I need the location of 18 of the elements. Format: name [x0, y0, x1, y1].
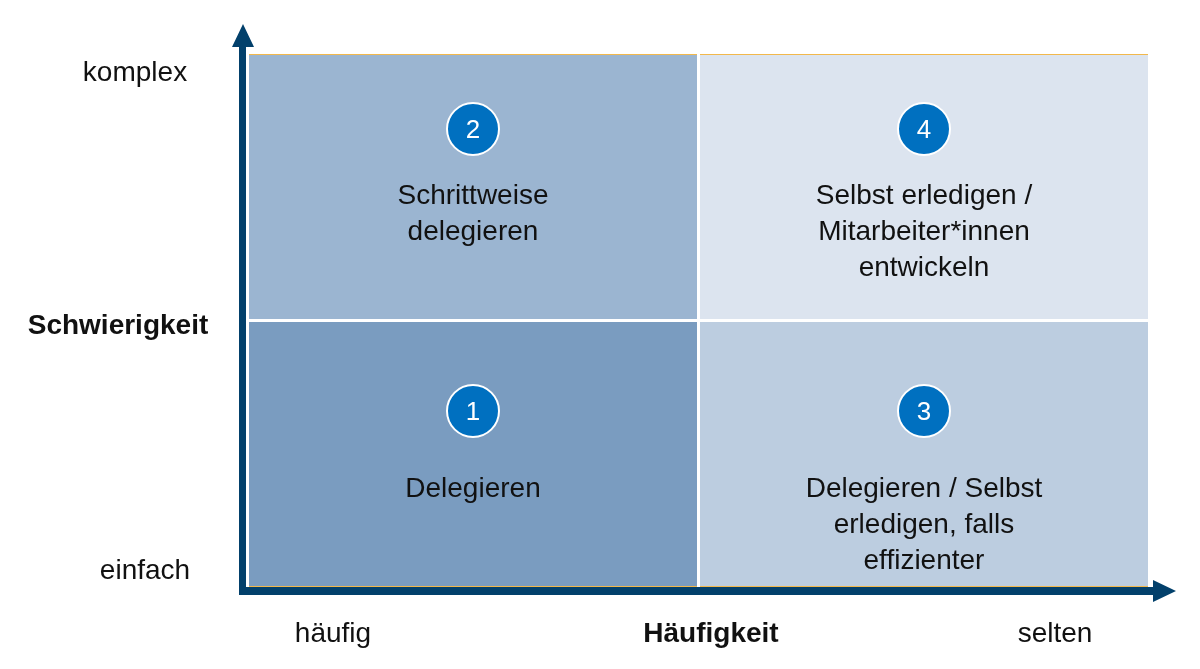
quadrant-label: Delegieren / Selbst erledigen, falls effizienter: [804, 471, 1044, 577]
axis-title: Häufigkeit: [643, 617, 779, 649]
quadrant-label: Selbst erledigen / Mitarbeiter*innen entwickeln: [814, 178, 1034, 284]
number-circle: 4: [897, 102, 951, 156]
quadrant-label: Delegieren: [404, 471, 542, 505]
quadrant: [249, 54, 697, 319]
quadrant: [700, 54, 1148, 319]
axis-label: einfach: [99, 554, 191, 586]
axis-title: Schwierigkeit: [27, 309, 209, 341]
axis-label: häufig: [294, 617, 372, 649]
quadrant: [249, 322, 697, 587]
axis-label: komplex: [82, 56, 188, 88]
number-circle: 3: [897, 384, 951, 438]
number-circle: 1: [446, 384, 500, 438]
quadrant-label: Schrittweise delegieren: [396, 178, 550, 248]
quadrant: [700, 322, 1148, 587]
axis-label: selten: [1017, 617, 1093, 649]
number-circle: 2: [446, 102, 500, 156]
